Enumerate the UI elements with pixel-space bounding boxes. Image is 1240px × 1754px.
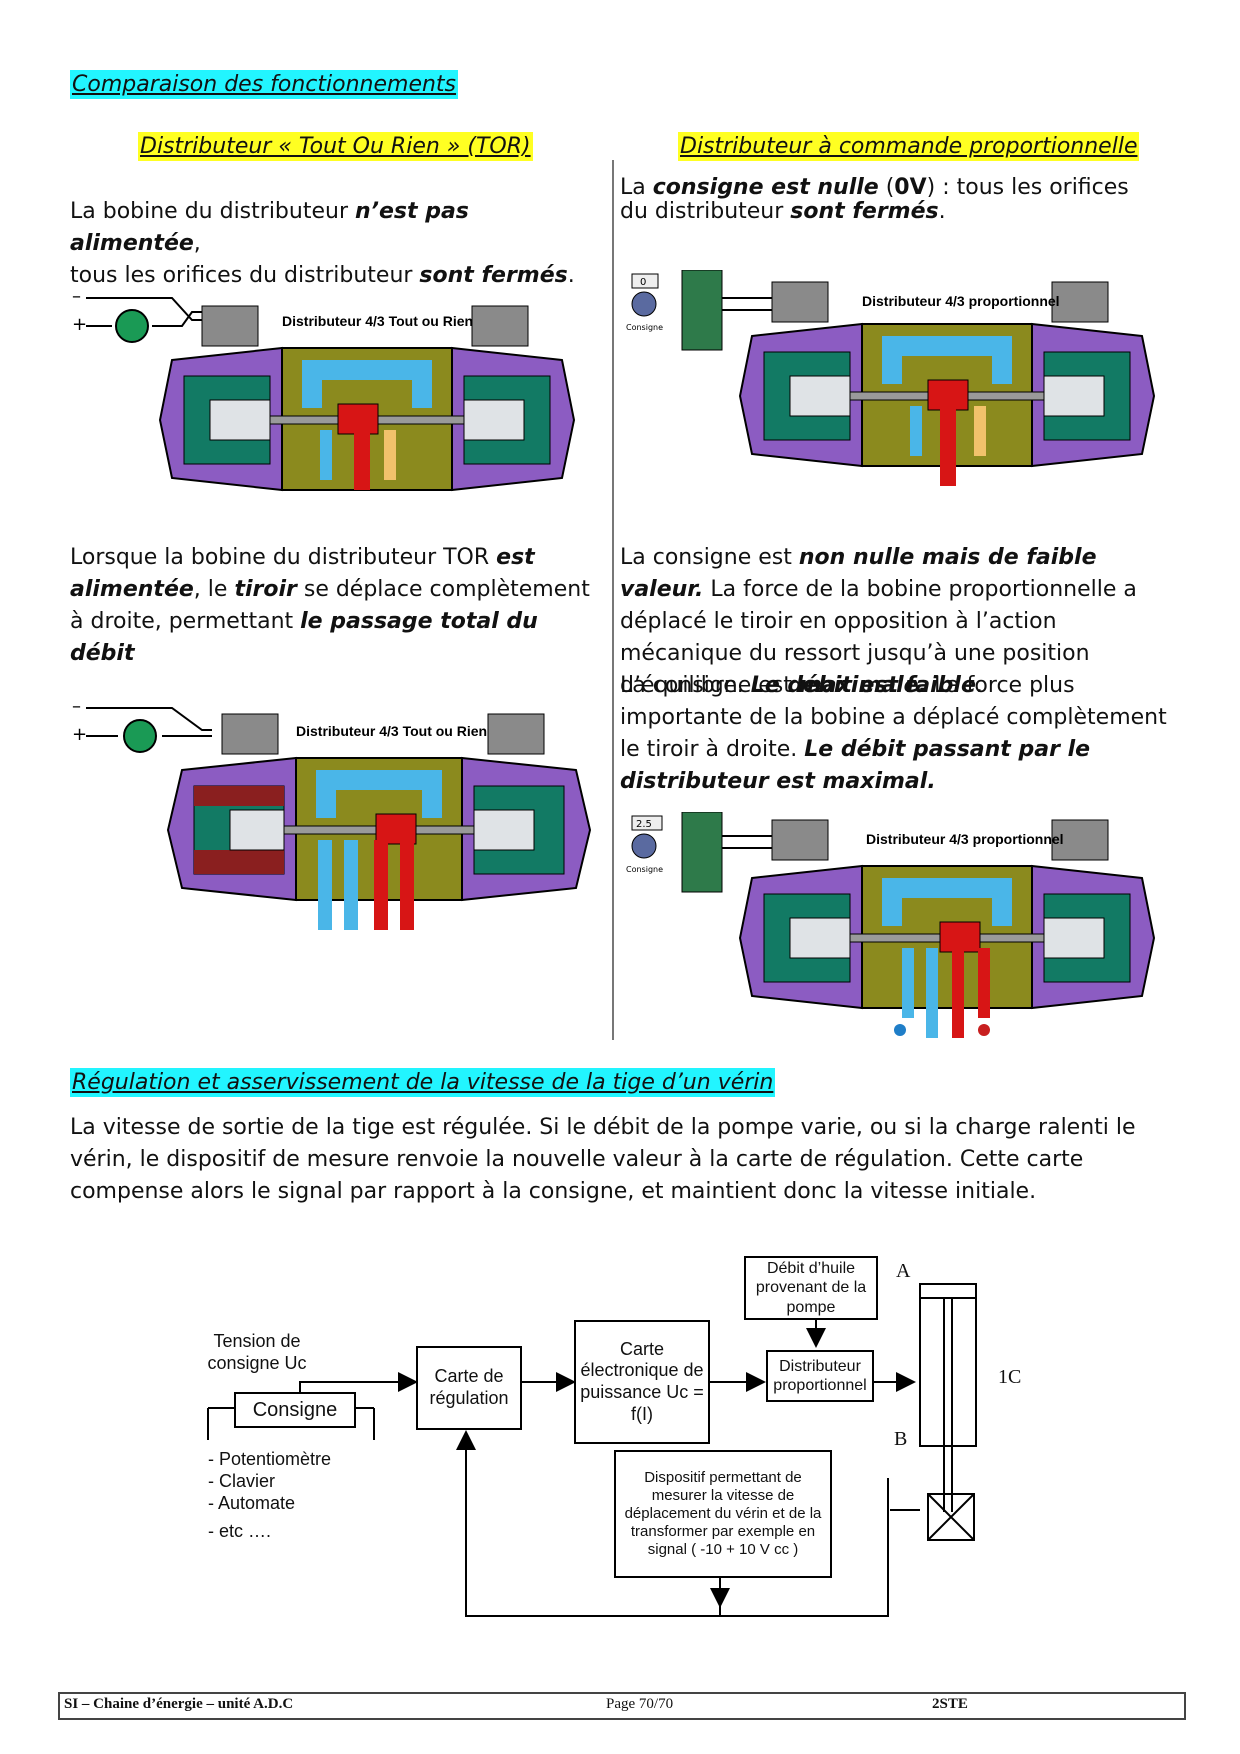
electronic-card-icon [681, 812, 723, 893]
column-divider [612, 160, 614, 1040]
prop-paragraph-2: La consigne est non nulle mais de faible… [620, 545, 1137, 698]
dial-value: 0 [640, 277, 646, 288]
carte-puissance-box: Carte électronique de puissance Uc = f(I… [574, 1320, 710, 1444]
figure-label: Distributeur 4/3 Tout ou Rien [296, 723, 487, 739]
figure-label: Distributeur 4/3 proportionnel [862, 293, 1060, 309]
list-item-clavier: - Clavier [208, 1471, 276, 1491]
regulation-paragraph: La vitesse de sortie de la tige est régu… [70, 1115, 1136, 1204]
valve-figure-tor-open: – + Distributeur 4/3 Tout ou Rien [72, 700, 592, 930]
actuator-label: 1C [998, 1366, 1022, 1388]
switch-indicator-on [123, 719, 157, 753]
prop-paragraph-1: La consigne est nulle (0V) : tous les or… [620, 175, 1129, 224]
dial-caption: Consigne [626, 323, 663, 332]
carte-regulation-box: Carte de régulation [416, 1346, 522, 1430]
section-title-comparaison: Comparaison des fonctionnements [70, 70, 459, 99]
figure-label: Distributeur 4/3 Tout ou Rien [282, 313, 473, 329]
tor-paragraph-2: Lorsque la bobine du distributeur TOR es… [70, 545, 590, 666]
consigne-box: Consigne [234, 1392, 356, 1428]
minus-sign: – [72, 290, 81, 307]
figure-label: Distributeur 4/3 proportionnel [866, 831, 1064, 847]
electronic-card-icon [681, 270, 723, 351]
tension-label: Tension de consigne Uc [207, 1331, 307, 1373]
dispositif-mesure-box: Dispositif permettant de mesurer la vite… [614, 1450, 832, 1578]
prop-paragraph-3: La consigne est maximale. La force plus … [620, 673, 1167, 794]
footer-right: 2STE [932, 1696, 968, 1712]
tor-paragraph-1: La bobine du distributeur n’est pas alim… [70, 199, 575, 288]
dial-caption: Consigne [626, 865, 663, 874]
consigne-dial-icon [631, 291, 657, 317]
heading-proportionnel: Distributeur à commande proportionnelle [678, 132, 1140, 161]
plus-sign: + [72, 314, 87, 335]
footer-left: SI – Chaine d’énergie – unité A.D.C [64, 1696, 294, 1712]
list-item-automate: - Automate [208, 1493, 296, 1513]
port-b-label: B [894, 1428, 908, 1450]
dial-value: 2.5 [636, 819, 652, 830]
plus-sign: + [72, 724, 87, 745]
footer-page-number: Page 70/70 [606, 1696, 674, 1712]
valve-figure-tor-closed: – + Distributeur 4/3 Tout ou Rien [72, 290, 576, 492]
page-footer: SI – Chaine d’énergie – unité A.D.C Page… [58, 1692, 1186, 1720]
consigne-dial-icon [631, 833, 657, 859]
switch-indicator-off [115, 309, 149, 343]
port-a-label: A [896, 1260, 911, 1282]
list-item-potentiometre: - Potentiomètre [208, 1449, 332, 1469]
minus-sign: – [72, 700, 81, 717]
heading-tor: Distributeur « Tout Ou Rien » (TOR) [138, 132, 533, 161]
valve-figure-prop-low: 2.5 Consigne Distributeur 4/3 proportion… [626, 812, 1156, 1038]
valve-figure-prop-zero: 0 Consigne Distributeur 4/3 proportionne… [626, 270, 1156, 486]
debit-huile-box: Débit d’huile provenant de la pompe [744, 1256, 878, 1320]
section-title-regulation: Régulation et asservissement de la vites… [70, 1068, 776, 1097]
distributeur-box: Distributeur proportionnel [766, 1350, 874, 1402]
list-item-etc: - etc …. [208, 1521, 272, 1541]
